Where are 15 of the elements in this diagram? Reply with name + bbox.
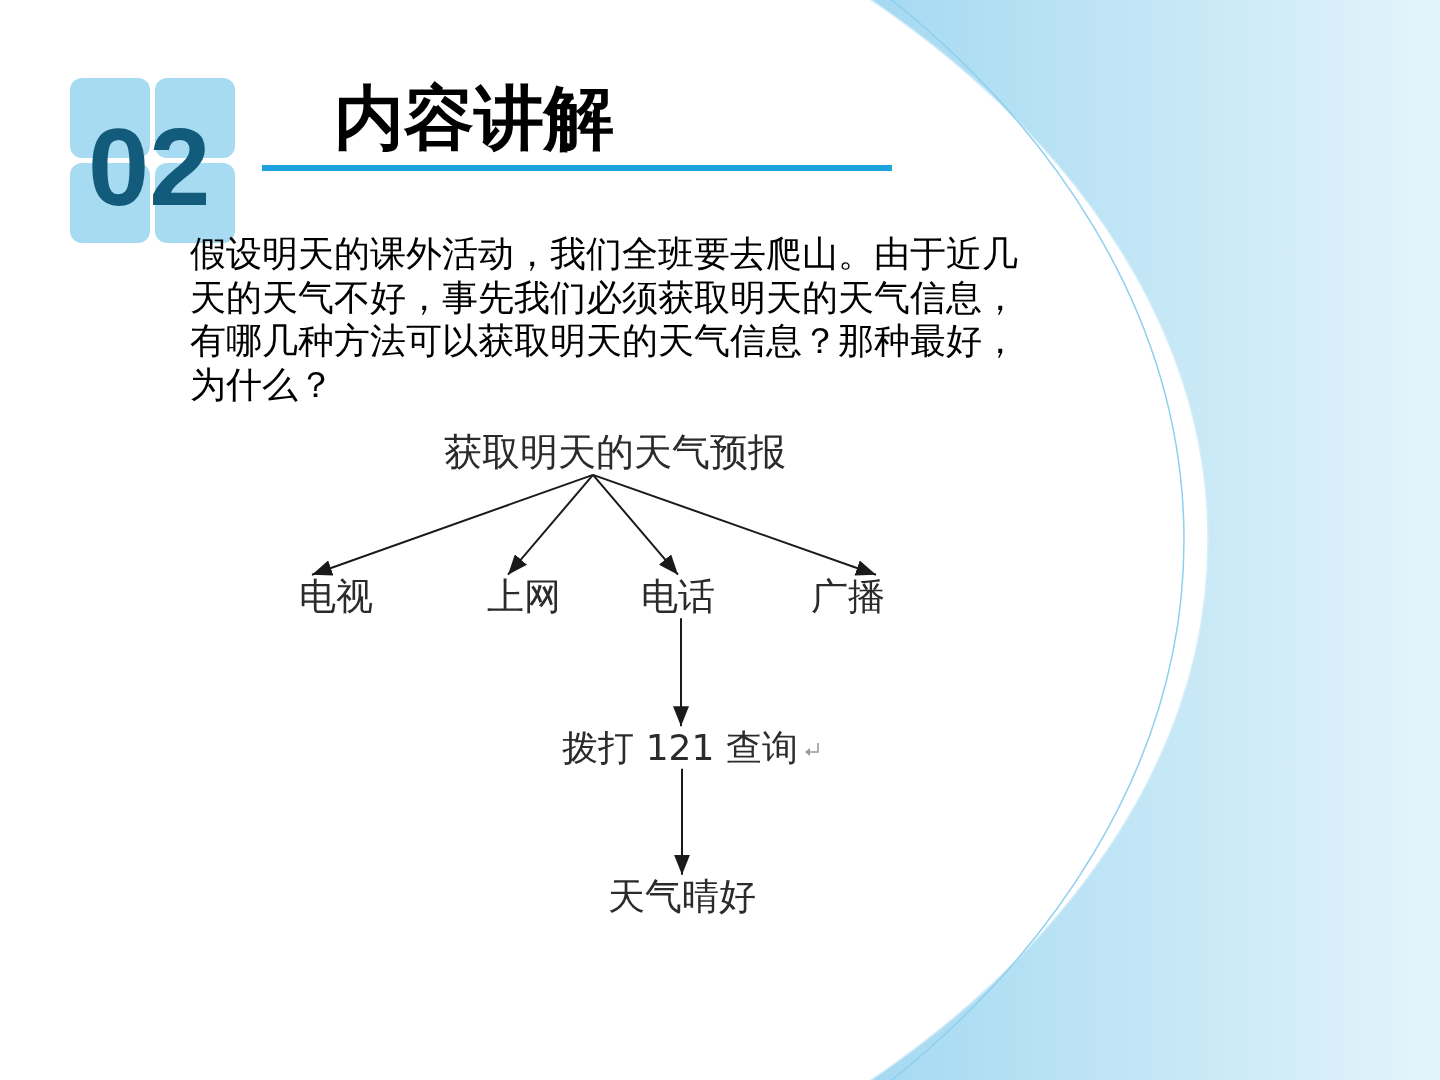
slide-title: 内容讲解 [334, 80, 614, 157]
tree-label: 拨打 121 查询 [560, 727, 800, 769]
tree-label: 天气晴好 [606, 875, 758, 919]
arrow [674, 767, 690, 876]
tree-label: 上网 [485, 575, 563, 619]
tree-label: 电话 [639, 575, 717, 619]
tree-label: 电视 [297, 575, 375, 619]
arrow [592, 473, 877, 576]
arrow [592, 473, 679, 576]
tree-label: 广播 [809, 575, 887, 619]
question-text: 假设明天的课外活动，我们全班要去爬山。由于近几天的天气不好，事先我们必须获取明天的天气信息，有哪几种方法可以获取明天的天气信息？那种最好，为什么？ [190, 232, 1019, 406]
tree-label: 获取明天的天气预报 [442, 431, 788, 475]
arrow [311, 473, 594, 576]
arrow [507, 473, 594, 576]
arrow [673, 617, 689, 728]
